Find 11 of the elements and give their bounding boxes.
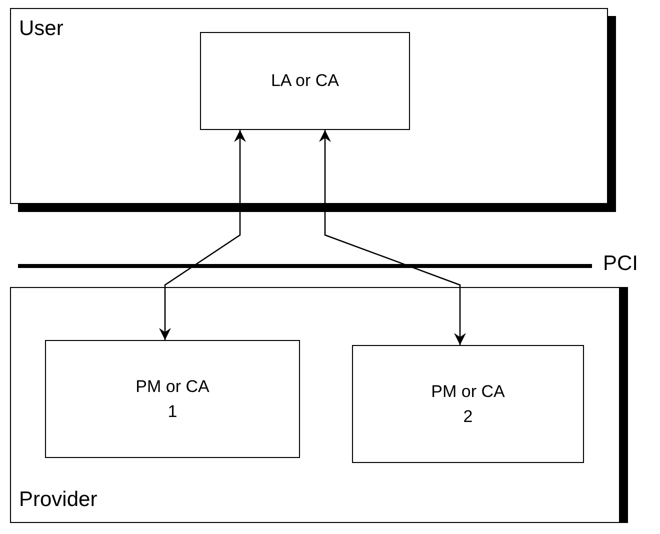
group-title: User xyxy=(19,17,64,41)
component-box xyxy=(352,345,584,463)
group-title: Provider xyxy=(19,488,98,512)
bus-label: PCI xyxy=(603,252,638,276)
component-label: PM or CA 2 xyxy=(430,380,506,428)
component-label: PM or CA 1 xyxy=(134,376,210,423)
component-label: LA or CA xyxy=(270,70,340,92)
component-box xyxy=(45,340,300,458)
arrow xyxy=(159,130,246,340)
component-box xyxy=(200,32,410,130)
arrow xyxy=(319,130,466,345)
